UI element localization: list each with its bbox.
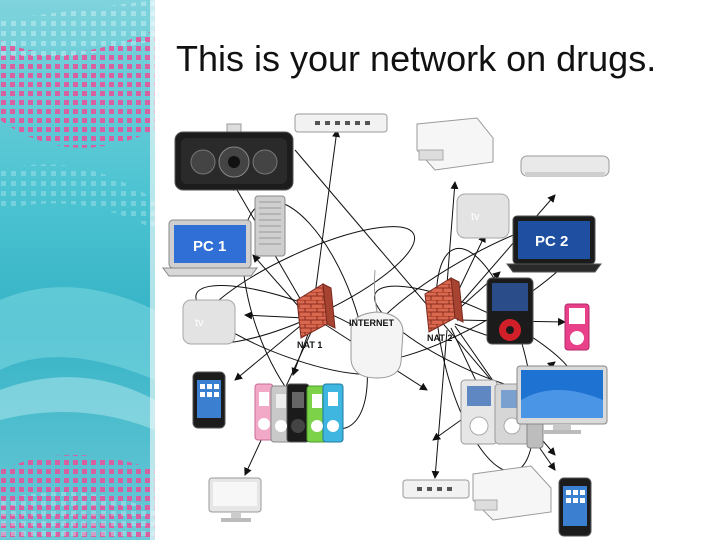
pc2-label: PC 2	[535, 233, 568, 250]
pc1-label: PC 1	[193, 238, 226, 255]
slide-title: This is your network on drugs.	[176, 38, 657, 79]
link-nat1-iphone-left	[234, 321, 306, 381]
apple-tv-left-label: tv	[195, 317, 204, 329]
airport-basestation-top	[294, 113, 388, 133]
mac-pro-tower	[254, 195, 286, 257]
link-nat1-appletv-left	[244, 311, 306, 320]
sidebar-pattern	[0, 0, 155, 540]
nat1-firewall: NAT 1	[296, 283, 336, 350]
iphone-left	[192, 371, 226, 429]
ipod-nano-group	[254, 383, 344, 443]
network-diagram: PC 1 tv NAT 1 INTERNET	[162, 113, 610, 537]
ipod-video-red	[486, 277, 534, 345]
pc2-laptop: PC 2	[506, 215, 602, 273]
airport-extreme-top	[416, 117, 494, 171]
imac-large	[516, 365, 608, 434]
nat2-label: NAT 2	[427, 333, 452, 343]
pc1-laptop: PC 1	[162, 219, 258, 277]
apple-tv-right: tv	[456, 193, 510, 239]
mac-mini	[520, 155, 610, 177]
link-nat1-basestation-top	[311, 129, 341, 318]
apple-tv-right-label: tv	[471, 211, 480, 223]
decorative-sidebar	[0, 0, 155, 540]
apple-tv-left: tv	[182, 299, 236, 345]
internet-label: INTERNET	[349, 318, 395, 328]
iphone-right	[558, 477, 592, 537]
airport-basestation-bottom	[402, 479, 470, 499]
ipod-nano-pink	[564, 303, 590, 351]
internet-node: INTERNET	[349, 269, 404, 379]
link-nat2-macmini	[454, 194, 556, 311]
ipod-hifi-speaker	[174, 123, 294, 191]
nat1-label: NAT 1	[297, 340, 322, 350]
airport-extreme-bottom	[472, 465, 552, 521]
imac-small	[208, 477, 262, 522]
nat2-firewall: NAT 2	[424, 277, 464, 343]
link-nat2-basestation-bottom	[431, 329, 448, 479]
